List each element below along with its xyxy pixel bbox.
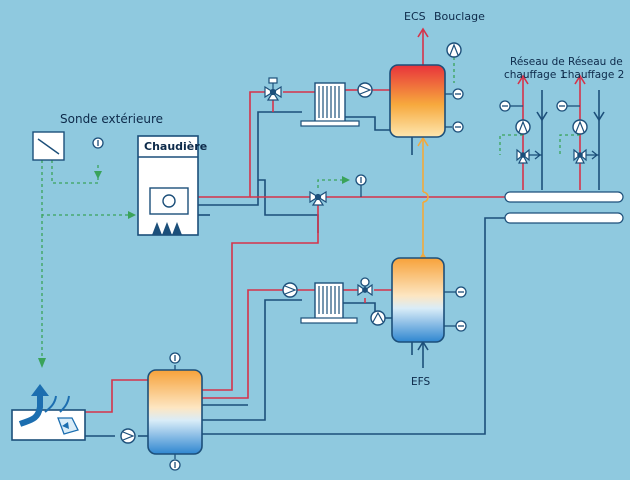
collectors <box>504 191 624 224</box>
label-efs: EFS <box>411 376 431 388</box>
plate-exchanger-icon <box>300 282 358 324</box>
outdoor-sensor-icon <box>32 131 65 161</box>
label-network-1-line2: chauffage 1 <box>504 69 567 81</box>
boiler <box>137 135 199 236</box>
ecs-tank <box>389 64 446 138</box>
ecs-pipe <box>422 137 429 258</box>
buffer-tank <box>147 369 203 455</box>
cold-pipes <box>85 90 600 437</box>
valve-bypass <box>529 150 599 160</box>
control-lines <box>41 57 580 360</box>
plate-exchanger-icon <box>300 82 360 127</box>
label-network-2-line1: Réseau de <box>568 56 623 68</box>
thermometer-icon <box>92 88 580 471</box>
label-bouclage: Bouclage <box>434 10 485 23</box>
label-ecs: ECS <box>404 10 426 23</box>
heat-pump-icon <box>11 384 86 441</box>
preheat-tank <box>391 257 445 343</box>
label-boiler: Chaudière <box>144 140 208 153</box>
label-network-1-line1: Réseau de <box>510 56 565 68</box>
label-network-2-line2: chauffage 2 <box>562 69 625 81</box>
pump-symbols <box>122 43 585 441</box>
three-way-valve-icon <box>264 77 587 297</box>
control-arrows <box>38 171 350 368</box>
label-outdoor-sensor: Sonde extérieure <box>60 112 164 126</box>
